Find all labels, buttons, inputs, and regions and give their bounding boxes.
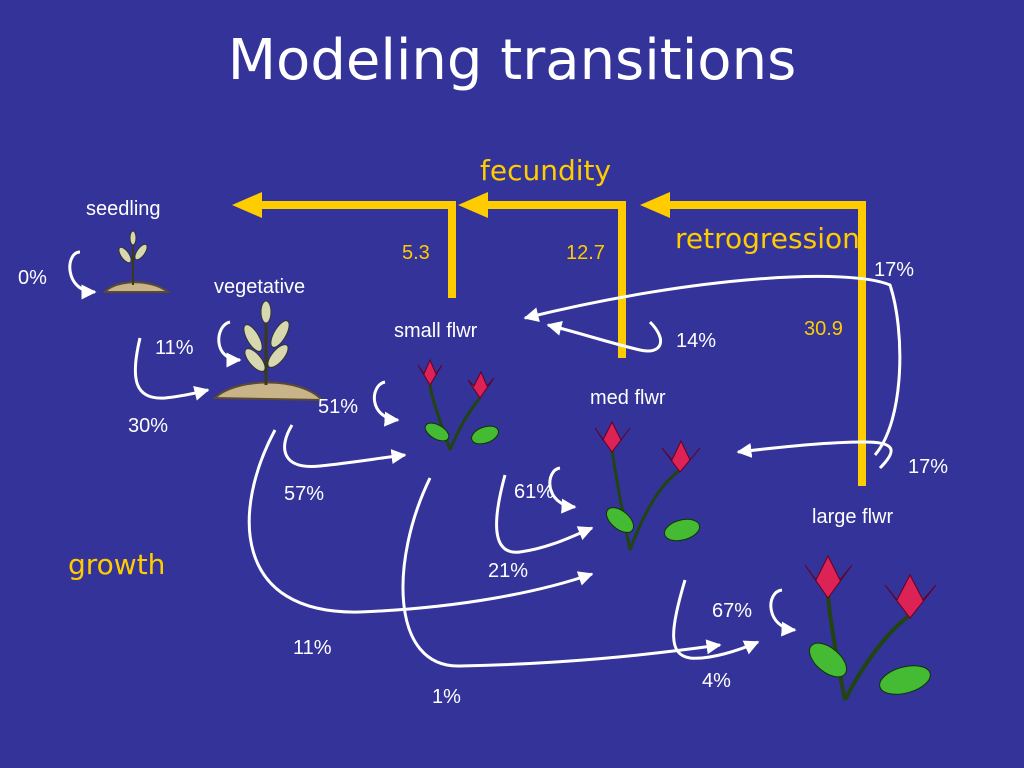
- stasis-large: 67%: [712, 600, 753, 622]
- growth-veg-to-med: 11%: [293, 637, 332, 659]
- vegetative-illustration: [212, 300, 325, 402]
- stasis-arrow-seedling: [68, 250, 97, 300]
- growth-small-to-med: 21%: [488, 560, 529, 582]
- stage-label-medium: med flwr: [590, 387, 666, 409]
- fecundity-label: fecundity: [480, 154, 612, 187]
- small-flower-illustration: [417, 358, 499, 451]
- fecundity-value-medium: 12.7: [566, 242, 605, 264]
- stage-label-vegetative: vegetative: [214, 276, 306, 298]
- fecundity-arrowhead-large: [640, 192, 670, 218]
- fecundity-arrow-large: [670, 201, 866, 486]
- retro-med-to-small: 14%: [676, 330, 717, 352]
- fecundity-arrows: [232, 192, 866, 486]
- retro-arrow-large-to-small: [523, 274, 902, 456]
- fecundity-value-small: 5.3: [402, 242, 430, 264]
- slide-title: Modeling transitions: [227, 28, 797, 93]
- retrogression-label: retrogression: [675, 222, 860, 255]
- stasis-medium: 61%: [514, 481, 555, 503]
- growth-label: growth: [68, 548, 166, 581]
- fecundity-arrowhead-medium: [458, 192, 488, 218]
- stasis-arrow-large: [769, 588, 797, 637]
- growth-med-to-large: 4%: [702, 670, 731, 692]
- stage-label-large: large flwr: [812, 506, 894, 528]
- transition-arrows: [68, 250, 902, 668]
- seedling-illustration: [102, 230, 171, 293]
- stasis-arrow-medium: [548, 466, 577, 514]
- stasis-seedling: 0%: [18, 267, 47, 289]
- retro-arrow-large-to-med: [736, 440, 893, 470]
- growth-veg-to-small: 57%: [284, 483, 325, 505]
- retro-arrow-med-to-small: [546, 320, 662, 353]
- stage-label-small: small flwr: [394, 320, 478, 342]
- growth-small-to-large: 1%: [432, 686, 461, 708]
- stage-label-seedling: seedling: [86, 198, 161, 220]
- large-flower-illustration: [804, 554, 937, 701]
- growth-arrow-veg-to-med: [247, 429, 594, 614]
- retro-large-to-med: 17%: [908, 456, 949, 478]
- growth-veg-loop: 30%: [128, 415, 169, 437]
- growth-arrow-med-to-large: [672, 579, 760, 660]
- growth-arrow-small-to-large: [401, 477, 722, 668]
- stasis-arrow-small: [372, 380, 400, 427]
- fecundity-value-large: 30.9: [804, 318, 843, 340]
- growth-arrow-veg-loop: [133, 337, 210, 401]
- stasis-vegetative: 11%: [155, 337, 194, 359]
- retro-large-to-small: 17%: [874, 259, 915, 281]
- fecundity-arrowhead-small: [232, 192, 262, 218]
- growth-arrow-small-to-med: [495, 474, 594, 554]
- fecundity-arrow-medium: [488, 201, 626, 358]
- stasis-small: 51%: [318, 396, 359, 418]
- stasis-arrow-vegetative: [217, 320, 242, 368]
- growth-arrow-veg-to-small: [283, 424, 407, 468]
- fecundity-arrow-small: [262, 201, 456, 298]
- medium-flower-illustration: [594, 420, 701, 551]
